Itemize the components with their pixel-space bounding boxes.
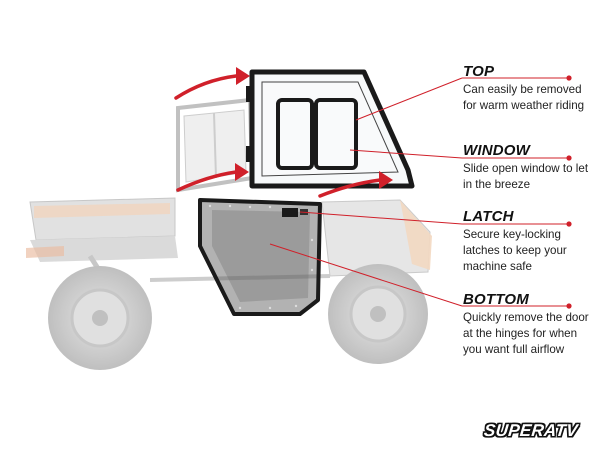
callout-latch-text: Secure key-locking latches to keep your … <box>463 228 567 273</box>
callout-window-text: Slide open window to let in the breeze <box>463 162 589 191</box>
callout-top-title: TOP <box>463 63 495 80</box>
motion-arrows <box>174 74 382 198</box>
door-top <box>246 69 415 189</box>
callout-latch-title: LATCH <box>463 208 514 225</box>
callout-rules <box>462 77 569 307</box>
door-bottom <box>198 198 322 316</box>
callout-top: TOP Can easily be removed for warm weath… <box>463 63 593 114</box>
callout-window: WINDOW Slide open window to let in the b… <box>463 142 593 193</box>
callout-top-text: Can easily be removed for warm weather r… <box>463 83 585 112</box>
callout-bottom: BOTTOM Quickly remove the door at the hi… <box>463 291 593 358</box>
callout-latch: LATCH Secure key-locking latches to keep… <box>463 208 593 275</box>
callout-window-title: WINDOW <box>463 142 531 159</box>
brand-logo: SUPERATV <box>483 421 579 440</box>
callout-bottom-title: BOTTOM <box>463 291 529 308</box>
callout-leaders <box>269 77 463 307</box>
utv-ghost <box>26 97 432 370</box>
arrow-heads <box>235 67 393 189</box>
callout-bottom-text: Quickly remove the door at the hinges fo… <box>463 311 589 356</box>
